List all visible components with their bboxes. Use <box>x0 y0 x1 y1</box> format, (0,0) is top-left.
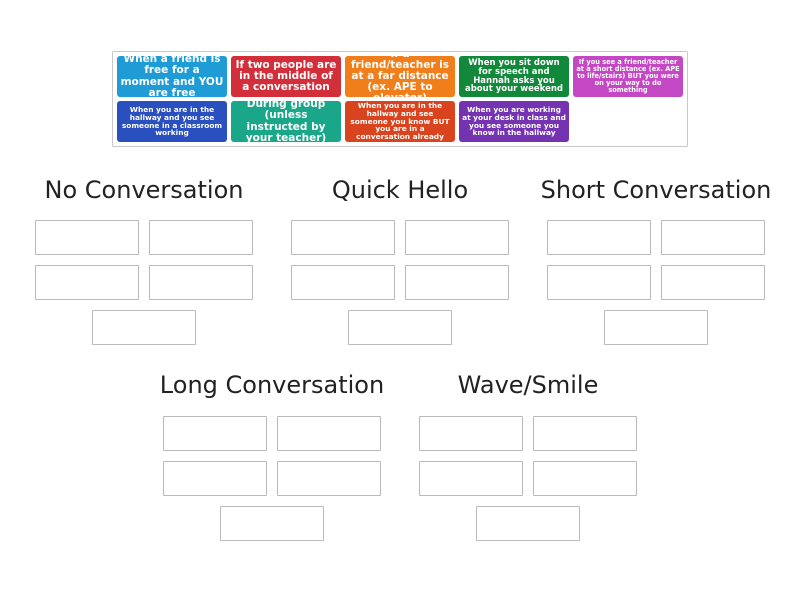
drop-slot-quick-hello-2[interactable] <box>405 220 509 255</box>
draggable-card-9[interactable]: When you are working at your desk in cla… <box>459 101 569 142</box>
draggable-card-5[interactable]: If you see a friend/teacher at a short d… <box>573 56 683 97</box>
drop-slot-wave-smile-1[interactable] <box>419 416 523 451</box>
drop-slot-no-conversation-1[interactable] <box>35 220 139 255</box>
drop-slot-wave-smile-5[interactable] <box>476 506 580 541</box>
group-title-wave-smile: Wave/Smile <box>457 371 599 399</box>
draggable-card-2[interactable]: If two people are in the middle of a con… <box>231 56 341 97</box>
drop-slot-wave-smile-2[interactable] <box>533 416 637 451</box>
draggable-card-3[interactable]: If a friend/teacher is at a far distance… <box>345 56 455 97</box>
draggable-card-7[interactable]: During group (unless instructed by your … <box>231 101 341 142</box>
draggable-card-8[interactable]: When you are in the hallway and see some… <box>345 101 455 142</box>
draggable-card-4[interactable]: When you sit down for speech and Hannah … <box>459 56 569 97</box>
group-title-short-conversation: Short Conversation <box>540 176 772 204</box>
drop-slot-wave-smile-4[interactable] <box>533 461 637 496</box>
card-bank: When a friend is free for a moment and Y… <box>112 51 688 147</box>
drop-slot-short-conversation-1[interactable] <box>547 220 651 255</box>
drop-slot-short-conversation-3[interactable] <box>547 265 651 300</box>
drop-slot-long-conversation-4[interactable] <box>277 461 381 496</box>
drop-slot-no-conversation-3[interactable] <box>35 265 139 300</box>
drop-slot-long-conversation-1[interactable] <box>163 416 267 451</box>
drop-slot-wave-smile-3[interactable] <box>419 461 523 496</box>
drop-slot-short-conversation-4[interactable] <box>661 265 765 300</box>
group-title-no-conversation: No Conversation <box>44 176 244 204</box>
drop-slot-long-conversation-2[interactable] <box>277 416 381 451</box>
drop-slot-short-conversation-2[interactable] <box>661 220 765 255</box>
drop-slot-long-conversation-3[interactable] <box>163 461 267 496</box>
drop-slot-quick-hello-4[interactable] <box>405 265 509 300</box>
drop-slot-no-conversation-5[interactable] <box>92 310 196 345</box>
group-title-long-conversation: Long Conversation <box>159 371 385 399</box>
drop-slot-no-conversation-4[interactable] <box>149 265 253 300</box>
drop-slot-short-conversation-5[interactable] <box>604 310 708 345</box>
drop-slot-no-conversation-2[interactable] <box>149 220 253 255</box>
drop-slot-quick-hello-1[interactable] <box>291 220 395 255</box>
drop-slot-quick-hello-3[interactable] <box>291 265 395 300</box>
draggable-card-6[interactable]: When you are in the hallway and you see … <box>117 101 227 142</box>
draggable-card-1[interactable]: When a friend is free for a moment and Y… <box>117 56 227 97</box>
drop-slot-long-conversation-5[interactable] <box>220 506 324 541</box>
drop-slot-quick-hello-5[interactable] <box>348 310 452 345</box>
group-title-quick-hello: Quick Hello <box>331 176 469 204</box>
